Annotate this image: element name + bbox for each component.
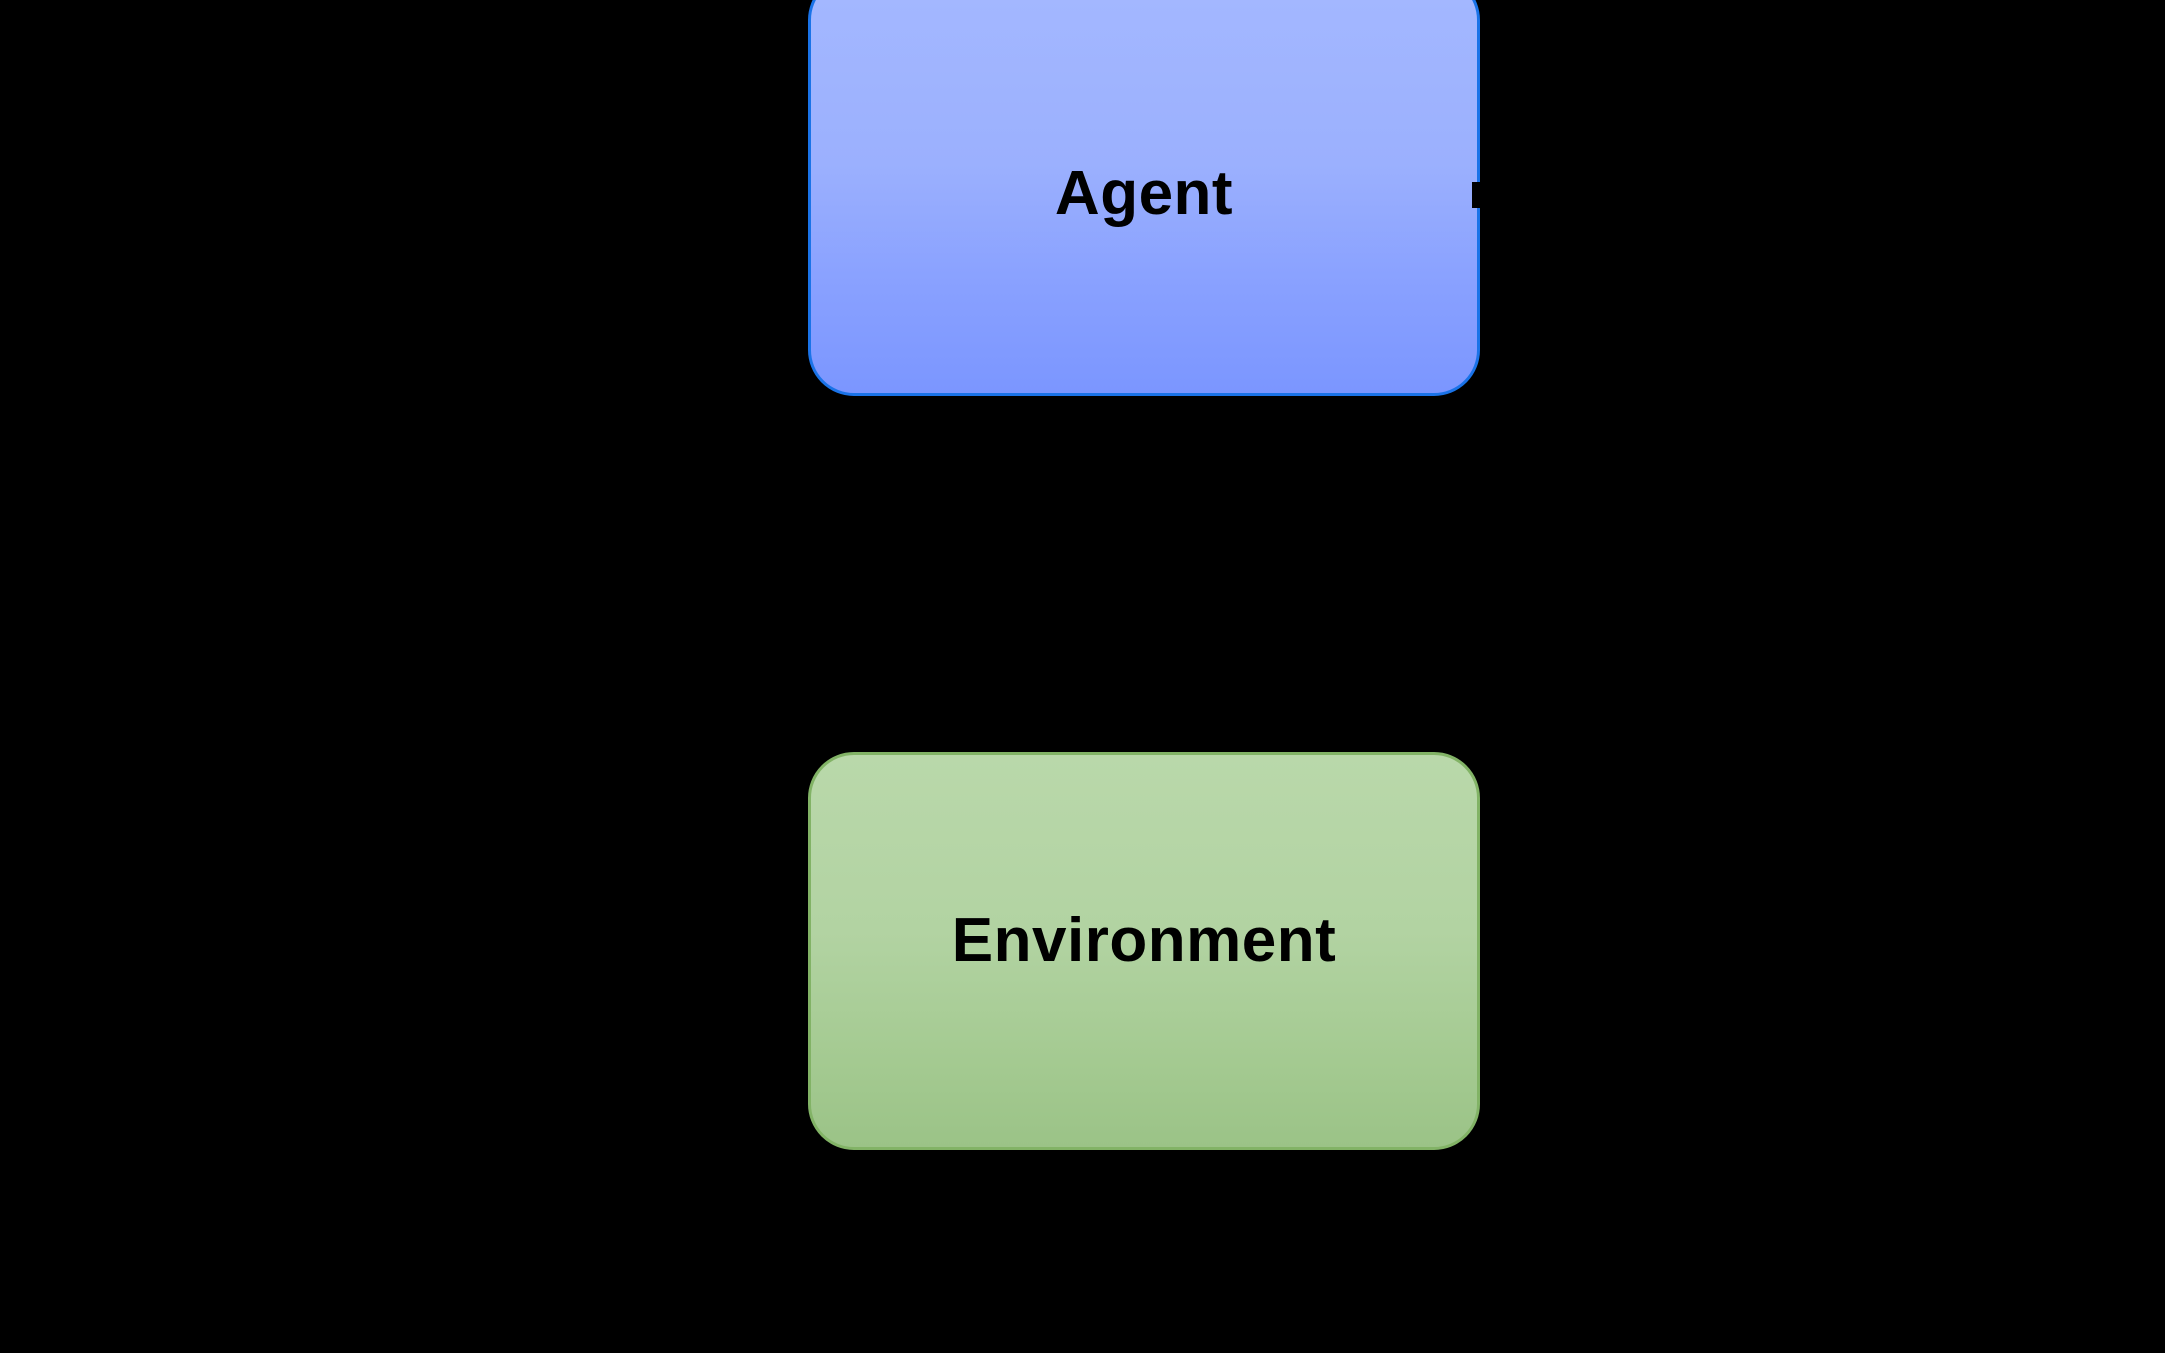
node-environment[interactable]: Environment (808, 752, 1480, 1150)
node-environment-label: Environment (951, 906, 1337, 975)
node-agent-label: Agent (1054, 159, 1234, 228)
node-agent[interactable]: Agent (808, 0, 1480, 396)
connector-agent-to-environment-stub (1472, 182, 1482, 208)
